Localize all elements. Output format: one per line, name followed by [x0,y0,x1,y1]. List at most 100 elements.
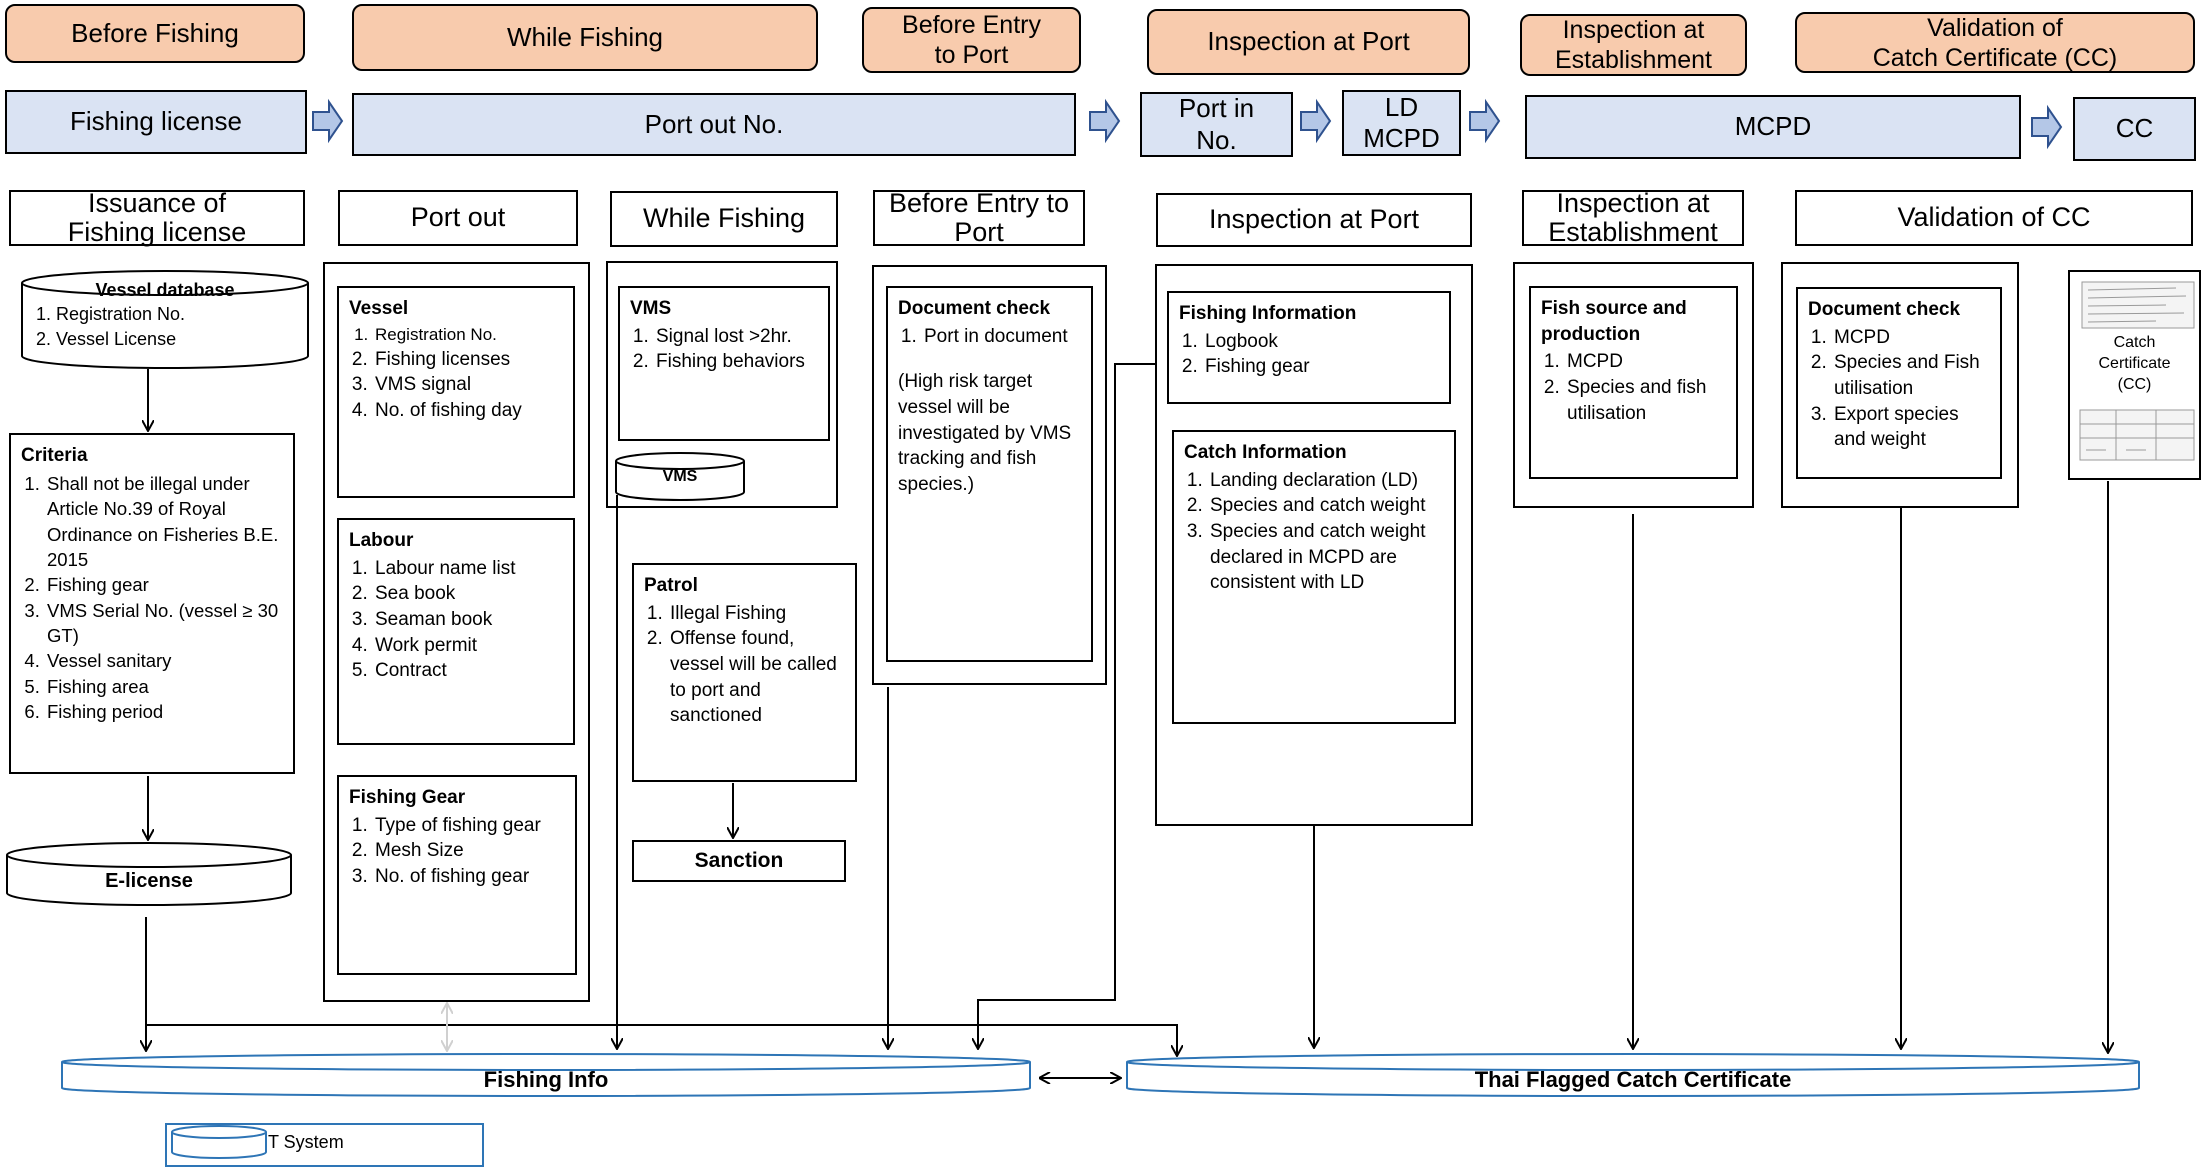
list-item: Fishing behaviors [654,349,818,375]
list-item: Species and Fish utilisation [1832,350,1990,401]
phase-before-entry: Before Entry to Port [862,7,1081,73]
criteria-card: Criteria Shall not be illegal under Arti… [9,433,295,774]
vessel-database-cylinder [21,270,309,369]
e-license-cylinder [6,842,292,906]
list-item: Fishing area [45,674,283,699]
stage-while-fishing: While Fishing [610,191,838,247]
vessel-database: Vessel database Registration No. Vessel … [30,278,300,358]
list-item: Vessel sanitary [45,648,283,673]
vms-list: Signal lost >2hr. Fishing behaviors [630,324,818,375]
list-item: Logbook [1203,329,1439,355]
doc-cc: CC [2073,97,2196,161]
block-arrow-icon [2031,104,2063,150]
list-item: MCPD [1832,325,1990,351]
labour-list: Labour name list Sea book Seaman book Wo… [349,556,563,684]
list-item: Sea book [373,581,563,607]
fish-source-card: Fish source and production MCPD Species … [1529,286,1738,479]
list-item: Illegal Fishing [668,601,845,627]
list-item: Fishing period [45,699,283,724]
while-fishing-container [606,261,838,508]
certificate-document-icon [2079,281,2195,461]
before-entry-container [872,265,1107,685]
stage-before-entry: Before Entry to Port [873,188,1085,247]
stage-validation-cc: Validation of CC [1795,190,2193,246]
phase-validation-cc: Validation of Catch Certificate (CC) [1795,12,2195,73]
phase-inspection-establishment: Inspection at Establishment [1520,14,1747,76]
establishment-container [1513,262,1754,508]
fishing-info-database [61,1053,1031,1097]
catch-information-list: Landing declaration (LD) Species and cat… [1184,468,1444,596]
stage-port-out: Port out [338,190,578,246]
high-risk-note: (High risk target vessel will be investi… [898,371,1072,495]
catch-information-title: Catch Information [1184,442,1347,463]
vms-db-label: VMS [662,468,698,485]
catch-certificate-label: Catch Certificate (CC) [2098,334,2171,393]
fishing-information-title: Fishing Information [1179,303,1357,324]
thai-cc-database [1126,1053,2140,1097]
doc-ld-mcpd: LD MCPD [1342,90,1461,156]
validation-document-check: Document check MCPD Species and Fish uti… [1796,287,2002,479]
phase-inspection-port: Inspection at Port [1147,9,1470,75]
list-item: Fishing licenses [373,347,563,373]
before-entry-document-check: Document check Port in document (High ri… [886,286,1093,662]
thai-cc-label: Thai Flagged Catch Certificate [1474,1067,1792,1092]
list-item: MCPD [1565,349,1726,375]
legend-database-icon [171,1125,267,1159]
list-item: VMS signal [373,372,563,398]
phase-while-fishing: While Fishing [352,4,818,71]
block-arrow-icon [1300,98,1332,144]
list-item: Work permit [373,633,563,659]
labour-card: Labour Labour name list Sea book Seaman … [337,518,575,745]
fish-source-title: Fish source and production [1541,298,1687,345]
inspection-port-container [1155,264,1473,826]
validation-title: Document check [1808,299,1961,320]
stage-inspection-port: Inspection at Port [1156,193,1472,247]
before-entry-list: Port in document [898,324,1081,350]
block-arrow-icon [1089,98,1121,144]
list-item: Offense found, vessel will be called to … [668,626,845,729]
patrol-list: Illegal Fishing Offense found, vessel wi… [644,601,845,729]
port-out-container [323,262,590,1002]
validation-container [1781,262,2019,508]
fishing-gear-card: Fishing Gear Type of fishing gear Mesh S… [337,775,577,975]
stage-inspection-establishment: Inspection at Establishment [1522,188,1744,247]
list-item: Registration No. [373,324,563,347]
vms-card: VMS Signal lost >2hr. Fishing behaviors [618,286,830,441]
list-item: Labour name list [373,556,563,582]
list-item: Fishing gear [1203,354,1439,380]
criteria-title: Criteria [21,445,88,466]
list-item: Mesh Size [373,838,565,864]
block-arrow-icon [1469,98,1501,144]
list-item: VMS Serial No. (vessel ≥ 30 GT) [45,598,283,649]
doc-mcpd: MCPD [1525,95,2021,159]
patrol-card: Patrol Illegal Fishing Offense found, ve… [632,563,857,782]
catch-certificate-box [2068,270,2201,480]
e-license-label: E-license [105,870,193,892]
doc-fishing-license: Fishing license [5,90,307,154]
list-item: Species and fish utilisation [1565,375,1726,426]
doc-port-in-no: Port in No. [1140,92,1293,157]
validation-list: MCPD Species and Fish utilisation Export… [1808,325,1990,453]
list-item: Landing declaration (LD) [1208,468,1444,494]
vessel-title: Vessel [349,298,409,319]
list-item: Contract [373,658,563,684]
before-entry-title: Document check [898,298,1051,319]
fish-source-list: MCPD Species and fish utilisation [1541,349,1726,426]
fishing-gear-list: Type of fishing gear Mesh Size No. of fi… [349,813,565,890]
fishing-information-card: Fishing Information Logbook Fishing gear [1167,291,1451,404]
doc-port-out-no: Port out No. [352,93,1076,156]
list-item: Signal lost >2hr. [654,324,818,350]
list-item: Export species and weight [1832,402,1990,453]
list-item: Registration No. [56,302,300,326]
vms-title: VMS [630,298,672,319]
phase-before-fishing: Before Fishing [5,4,305,63]
block-arrow-icon [312,98,344,144]
stage-issuance: Issuance of Fishing license [9,188,305,247]
vessel-database-title: Vessel database [95,280,235,300]
fishing-information-list: Logbook Fishing gear [1179,329,1439,380]
list-item: Vessel License [56,327,300,351]
vms-database-cylinder [615,452,745,501]
list-item: No. of fishing day [373,398,563,424]
list-item: Species and catch weight [1208,493,1444,519]
